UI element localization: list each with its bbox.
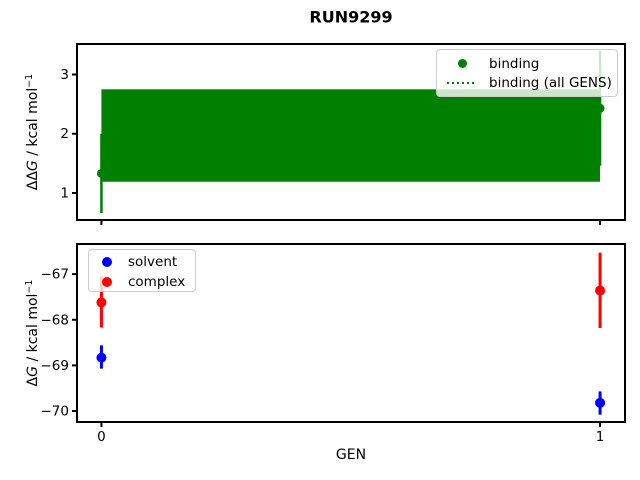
complex-marker-icon xyxy=(91,277,123,287)
binding-data-point xyxy=(96,168,106,178)
y-tick-label: −67 xyxy=(41,267,70,283)
x-tick-label: 0 xyxy=(97,429,106,445)
y-tick-label: −68 xyxy=(41,312,70,328)
solvent-data-point xyxy=(96,352,107,363)
y-tick-label: −70 xyxy=(41,404,70,420)
bottom-legend: solvent complex xyxy=(88,249,196,292)
all-gens-error-band xyxy=(101,89,601,182)
bottom-ylabel-g: G xyxy=(25,366,41,377)
y-tick-label: 1 xyxy=(60,185,69,201)
axes-spines xyxy=(76,243,626,423)
binding-all-gens-dotted-line-icon xyxy=(440,81,484,84)
top-ylabel-delta: ΔΔ xyxy=(25,171,41,191)
bottom-axes: −67 −68 −69 −70 0 1 xyxy=(41,243,626,445)
bottom-ylabel-units: / kcal mol xyxy=(25,293,41,367)
figure-title: RUN9299 xyxy=(309,7,393,27)
binding-marker-icon xyxy=(440,59,484,68)
top-axes: 1 2 3 xyxy=(60,43,626,225)
bottom-ylabel-exponent: −1 xyxy=(24,279,35,294)
legend-label-complex: complex xyxy=(128,274,186,290)
bottom-ylabel-delta: Δ xyxy=(25,376,41,387)
solvent-marker-icon xyxy=(91,257,123,267)
top-y-axis-label: ΔΔG / kcal mol−1 xyxy=(24,73,41,191)
axes-spines xyxy=(76,43,626,221)
bottom-y-axis-label: ΔG / kcal mol−1 xyxy=(24,279,41,387)
x-tick-label: 1 xyxy=(596,429,605,445)
y-tick-label: −69 xyxy=(41,358,70,374)
legend-item-complex: complex xyxy=(91,272,191,292)
binding-data-point xyxy=(595,103,605,113)
legend-label-binding-all-gens: binding (all GENS) xyxy=(489,74,612,91)
top-ylabel-exponent: −1 xyxy=(24,73,35,88)
top-ylabel-units: / kcal mol xyxy=(25,87,41,161)
legend-label-solvent: solvent xyxy=(128,254,178,270)
x-axis-label: GEN xyxy=(335,447,367,463)
top-ylabel-g: G xyxy=(25,160,41,172)
legend-item-binding: binding xyxy=(440,54,613,73)
legend-item-solvent: solvent xyxy=(91,252,191,272)
y-tick-label: 3 xyxy=(60,67,69,83)
legend-item-binding-all-gens: binding (all GENS) xyxy=(440,73,613,92)
y-tick-label: 2 xyxy=(60,126,69,142)
solvent-data-point xyxy=(595,397,606,408)
complex-data-point xyxy=(96,297,107,308)
top-legend: binding binding (all GENS) xyxy=(436,49,618,97)
complex-data-point xyxy=(595,285,606,296)
legend-label-binding: binding xyxy=(489,55,540,72)
